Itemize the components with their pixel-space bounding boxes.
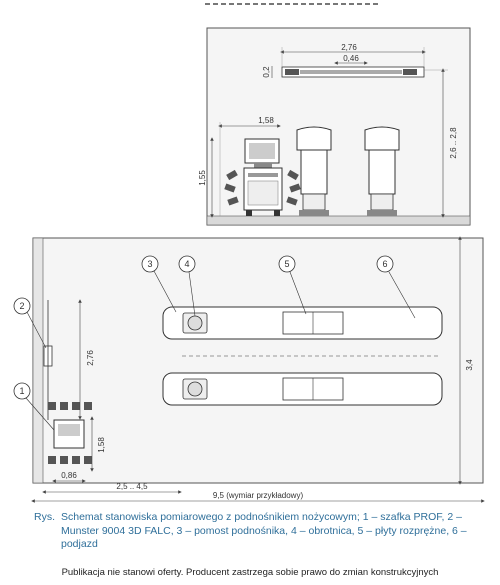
caption-prefix: Rys. [34, 511, 55, 523]
figure-caption: Rys. Schemat stanowiska pomiarowego z po… [34, 511, 492, 552]
lift-platform-upper [162, 306, 443, 340]
dim-cabinet-depth: 1,58 [97, 437, 106, 453]
callout-5-label: 5 [284, 259, 289, 269]
lift-front-view-left [296, 126, 332, 216]
callout-6: 6 [376, 255, 416, 319]
dim-wall-distance: 2,5 .. 4,5 [116, 482, 148, 491]
elevation-view: 2,76 0,46 0,2 [198, 27, 471, 226]
dim-room-width: 3,4 [465, 359, 474, 371]
callout-4: 4 [178, 255, 196, 317]
callout-3-label: 3 [147, 259, 152, 269]
dim-depth: 0,2 [262, 66, 271, 78]
workstation-diagram: 2,76 0,46 0,2 [13, 3, 485, 503]
callout-4-label: 4 [184, 259, 189, 269]
dim-lift-height: 2,6 .. 2,8 [449, 127, 458, 159]
dim-cabinet-to-lift: 2,76 [86, 350, 95, 366]
dim-width-total: 2,76 [341, 43, 357, 52]
callout-2-label: 2 [19, 301, 24, 311]
wall-unit-plan [43, 300, 53, 420]
dim-cabinet-height: 1,55 [198, 170, 207, 186]
dim-cabinet-width: 0,86 [61, 471, 77, 480]
callout-1-label: 1 [19, 386, 24, 396]
dim-width-inner: 0,46 [343, 54, 359, 63]
callout-5: 5 [278, 255, 307, 315]
lift-front-view-right [364, 126, 400, 216]
callout-1: 1 [13, 382, 55, 431]
callout-3: 3 [141, 255, 177, 313]
lift-platform-lower [162, 372, 443, 406]
beam-top-view: 2,76 0,46 0,2 [262, 43, 426, 78]
cabinet-plan [48, 402, 92, 464]
floor-plan: 2,76 1,58 0,86 2,5 .. 4,5 9,5 (wymiar pr… [13, 236, 485, 503]
dim-cabinet-offset: 1,58 [258, 116, 274, 125]
caption-text: Schemat stanowiska pomiarowego z podnośn… [61, 511, 467, 550]
cabinet-front-view: 1,58 1,55 [198, 116, 301, 218]
disclaimer-footer: Publikacja nie stanowi oferty. Producent… [61, 567, 439, 578]
callout-6-label: 6 [382, 259, 387, 269]
dim-room-length: 9,5 (wymiar przykładowy) [213, 491, 304, 500]
callout-2: 2 [13, 297, 47, 349]
